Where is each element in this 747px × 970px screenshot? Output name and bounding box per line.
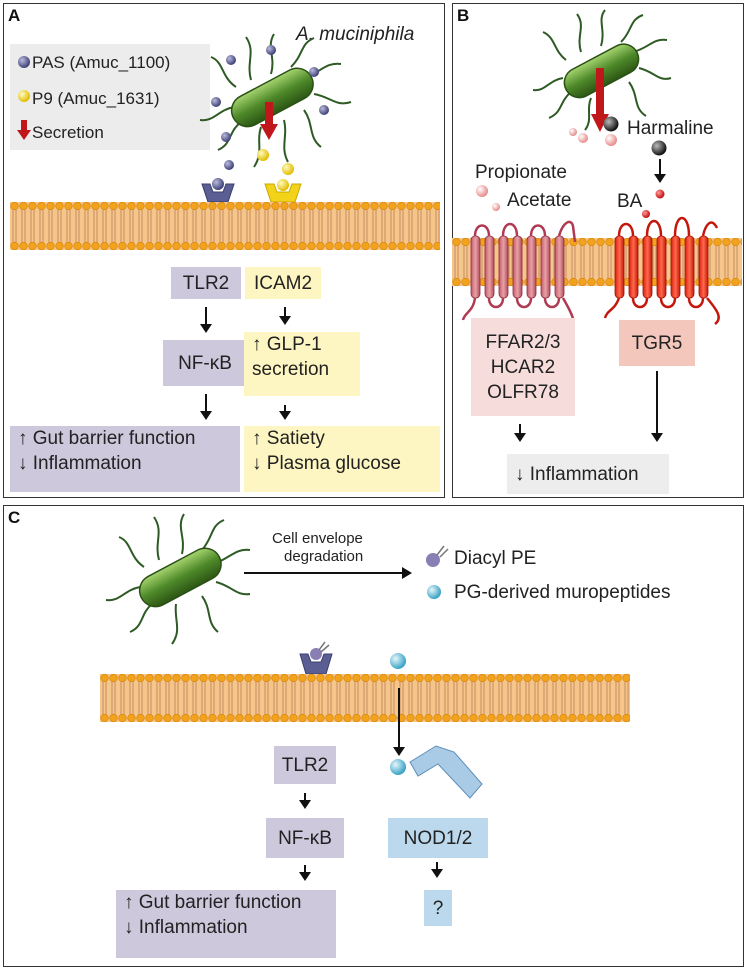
gut-line2: ↓ Inflammation — [18, 453, 142, 474]
degradation-line2: degradation — [284, 548, 364, 565]
ba-ball-2-icon — [642, 210, 650, 218]
ffar-line2: HCAR2 — [490, 356, 556, 378]
ffar-receptor-icon — [461, 220, 577, 331]
gut-line1: ↑ Gut barrier function — [18, 428, 196, 449]
tgr5-receptor-icon — [603, 216, 720, 325]
satiety-line2: ↓ Plasma glucose — [252, 453, 401, 474]
satiety-line1: ↑ Satiety — [252, 428, 325, 449]
tlr2-receptor-c-icon — [299, 641, 333, 675]
inflammation-b-box: ↓ Inflammation — [507, 454, 669, 494]
satiety-box: ↑ Satiety ↓ Plasma glucose — [244, 426, 440, 492]
gut-barrier-box: ↑ Gut barrier function ↓ Inflammation — [10, 426, 240, 492]
panel-b: B Harmaline BA Propionate Acetate — [452, 3, 744, 498]
glp1-line1: ↑ GLP-1 — [252, 334, 322, 355]
tgr5-box: TGR5 — [619, 320, 695, 366]
secretion-legend-icon — [17, 120, 31, 140]
arrow-glp1-satiety — [279, 405, 291, 420]
degradation-arrow — [244, 567, 412, 579]
harmaline-ball-icon — [603, 116, 619, 132]
acetate-label: Acetate — [507, 190, 572, 211]
bacterium-icon — [199, 33, 352, 175]
diacyl-pe-label: Diacyl PE — [454, 548, 537, 569]
p9-legend-icon — [18, 90, 30, 102]
propionate-ball-icon — [476, 185, 488, 197]
harmaline-label: Harmaline — [627, 118, 714, 139]
glp1-line2: secretion — [252, 359, 330, 380]
degradation-line1: Cell envelope — [272, 530, 363, 547]
glp1-box: ↑ GLP-1 secretion — [244, 332, 360, 396]
bacterium-b-icon — [532, 9, 672, 146]
legend-secretion: Secretion — [32, 123, 104, 142]
panel-a: A A. muciniphila PAS (Amuc_1100) P9 (Amu… — [3, 3, 445, 498]
diacyl-pe-icon — [426, 545, 449, 567]
propionate-label: Propionate — [475, 162, 567, 183]
panel-c: C Cell envelope degradation Diacyl PE PG… — [3, 505, 744, 967]
arrow-tgr5-inflammation — [651, 371, 663, 442]
ba-ball-icon — [655, 189, 665, 199]
panel-c-label: C — [8, 508, 21, 527]
tlr2-receptor-icon — [201, 178, 235, 203]
bacterium-c-icon — [105, 513, 251, 645]
arrow-muropeptide-in — [393, 688, 405, 756]
cell-membrane-a — [10, 202, 440, 250]
arrow-tlr2-nfkb-c — [299, 793, 311, 809]
panel-b-label: B — [457, 6, 470, 25]
pg-label: PG-derived muropeptides — [454, 582, 671, 603]
muropeptide-icon — [427, 585, 441, 599]
legend-a: PAS (Amuc_1100) P9 (Amuc_1631) Secretion — [10, 44, 210, 150]
legend-pas: PAS (Amuc_1100) — [32, 53, 171, 72]
ba-label: BA — [617, 191, 643, 212]
gut-barrier-c-box: ↑ Gut barrier function ↓ Inflammation — [116, 890, 336, 958]
harmaline-ball-2-icon — [651, 140, 667, 156]
arrow-ffar-inflammation — [514, 424, 526, 442]
pas-legend-icon — [18, 56, 30, 68]
arrow-tlr2-nfkb — [200, 307, 212, 333]
nfkb-c-box: NF-κB — [266, 818, 344, 858]
arrow-nfkb-gut-c — [299, 865, 311, 881]
tlr2-box: TLR2 — [171, 267, 241, 299]
arrow-nfkb-gut — [200, 394, 212, 420]
gut-c-line2: ↓ Inflammation — [124, 917, 248, 938]
tlr2-c-box: TLR2 — [274, 746, 336, 784]
legend-p9: P9 (Amuc_1631) — [32, 89, 160, 108]
muropeptide-out-icon — [390, 653, 406, 669]
arrow-harmaline-ba — [654, 159, 666, 183]
question-box: ? — [424, 890, 452, 926]
acetate-ball-icon — [492, 203, 500, 211]
nfkb-box: NF-κB — [163, 340, 247, 386]
icam2-box: ICAM2 — [245, 267, 321, 299]
panel-a-label: A — [8, 6, 21, 25]
arrow-nod-question — [431, 862, 443, 878]
nod-receptor-icon — [409, 745, 483, 799]
ffar-line1: FFAR2/3 — [485, 331, 561, 353]
cell-membrane-c — [100, 674, 630, 722]
ffar-box: FFAR2/3 HCAR2 OLFR78 — [471, 318, 575, 416]
muropeptide-in-icon — [390, 759, 406, 775]
ffar-line3: OLFR78 — [487, 381, 559, 403]
arrow-icam2-glp1 — [279, 307, 291, 325]
nod-box: NOD1/2 — [388, 818, 488, 858]
gut-c-line1: ↑ Gut barrier function — [124, 892, 302, 913]
organism-label: A. muciniphila — [296, 24, 415, 45]
